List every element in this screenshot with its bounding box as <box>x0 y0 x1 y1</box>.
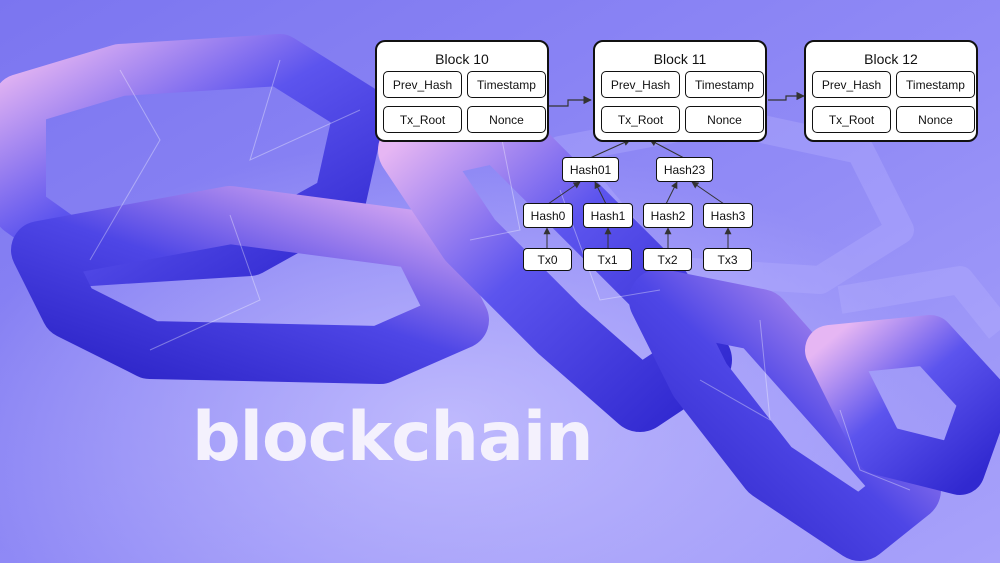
prev-hash-field: Prev_Hash <box>601 71 680 98</box>
timestamp-field: Timestamp <box>685 71 764 98</box>
prev-hash-field: Prev_Hash <box>812 71 891 98</box>
merkle-node-hash01: Hash01 <box>562 157 619 182</box>
merkle-node-tx3: Tx3 <box>703 248 752 271</box>
arrow-hash3-to-hash23 <box>691 181 725 205</box>
block10-to-block11-arrow <box>548 95 592 107</box>
merkle-arrows <box>543 139 732 248</box>
chain-link-left-lower <box>11 186 489 384</box>
chain-link-right <box>629 269 941 561</box>
block-title: Block 12 <box>864 51 918 67</box>
tx-root-field: Tx_Root <box>383 106 462 133</box>
block-10: Block 10 Prev_Hash Timestamp Tx_Root Non… <box>375 40 549 142</box>
block11-to-block12-arrow <box>768 91 805 101</box>
nonce-field: Nonce <box>896 106 975 133</box>
merkle-node-hash3: Hash3 <box>703 203 753 228</box>
arrow-hash1-to-hash01 <box>594 181 607 205</box>
merkle-node-hash2: Hash2 <box>643 203 693 228</box>
prev-hash-field: Prev_Hash <box>383 71 462 98</box>
block-12: Block 12 Prev_Hash Timestamp Tx_Root Non… <box>804 40 978 142</box>
nonce-field: Nonce <box>467 106 546 133</box>
block-title: Block 10 <box>435 51 489 67</box>
arrow-hash01-to-txroot <box>589 139 631 159</box>
timestamp-field: Timestamp <box>467 71 546 98</box>
arrow-hash2-to-hash23 <box>665 181 678 205</box>
merkle-node-tx1: Tx1 <box>583 248 632 271</box>
block-11: Block 11 Prev_Hash Timestamp Tx_Root Non… <box>593 40 767 142</box>
arrow-hash0-to-hash01 <box>547 181 581 205</box>
merkle-node-hash0: Hash0 <box>523 203 573 228</box>
merkle-node-tx0: Tx0 <box>523 248 572 271</box>
tx-root-field: Tx_Root <box>601 106 680 133</box>
chain-facets <box>89 59 911 491</box>
arrow-hash23-to-txroot <box>649 139 685 159</box>
nonce-field: Nonce <box>685 106 764 133</box>
blockchain-wordmark: blockchain <box>192 398 594 477</box>
chain-link-far-right <box>805 315 1000 495</box>
merkle-node-hash23: Hash23 <box>656 157 713 182</box>
merkle-node-hash1: Hash1 <box>583 203 633 228</box>
tx-root-field: Tx_Root <box>812 106 891 133</box>
merkle-node-tx2: Tx2 <box>643 248 692 271</box>
block-title: Block 11 <box>653 51 707 67</box>
timestamp-field: Timestamp <box>896 71 975 98</box>
